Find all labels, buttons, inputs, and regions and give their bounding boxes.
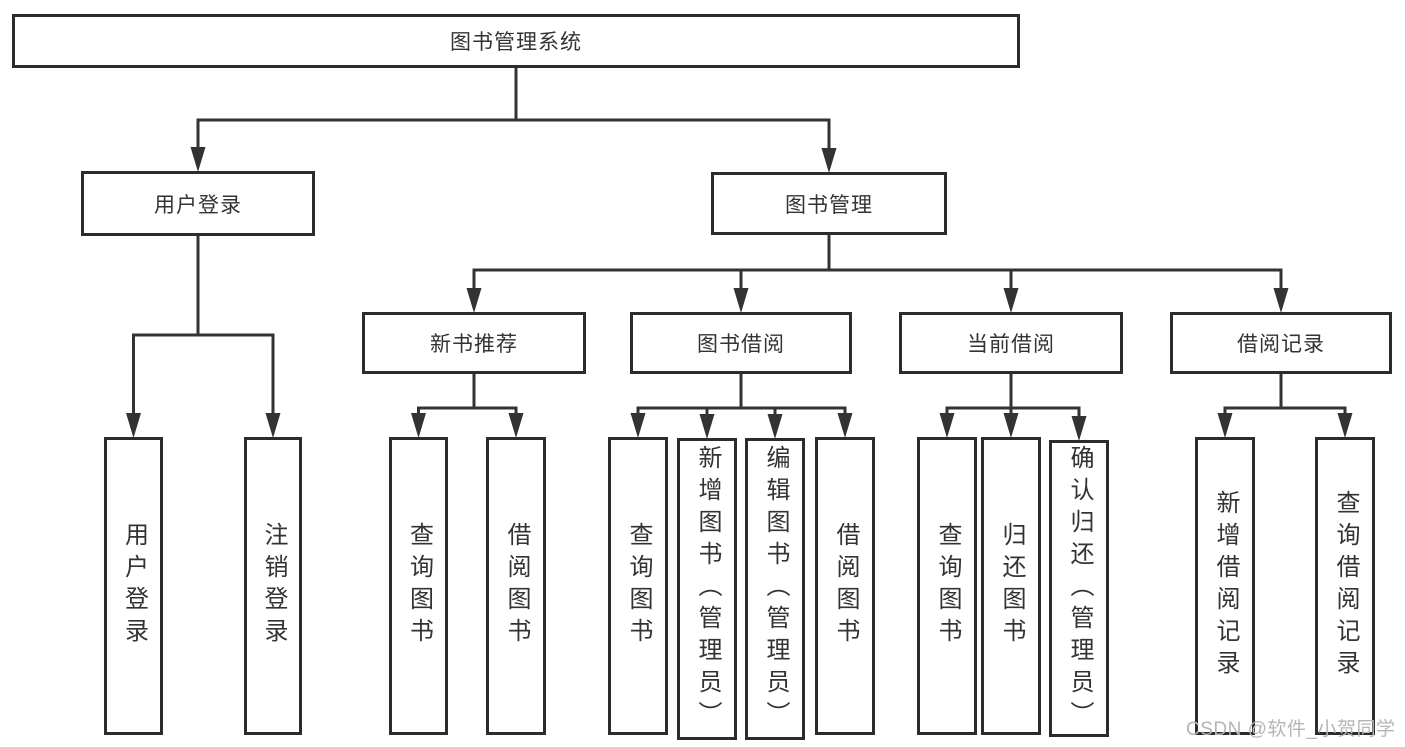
node-label-query-book-3: 查询图书 [934,522,961,650]
diagram-node-login: 用户登录 [81,171,315,236]
arrowhead-icon [1273,288,1289,313]
diagram-node-query-borrow-record: 查询借阅记录 [1315,437,1375,735]
diagram-node-book-borrow: 图书借阅 [630,312,852,374]
node-label-add-borrow-record: 新增借阅记录 [1212,490,1239,682]
arrowhead-icon [630,413,646,438]
node-label-borrow-book-1: 借阅图书 [503,522,530,650]
arrowhead-icon [508,413,524,438]
arrowhead-icon [821,148,837,173]
watermark: CSDN @软件_小贺同学 [1186,719,1396,740]
diagram-node-logout: 注销登录 [244,437,302,735]
arrowhead-icon [1337,413,1353,438]
arrowhead-icon [126,413,141,438]
diagram-node-confirm-return: 确认归还（管理员） [1049,440,1109,737]
node-label-query-book-2: 查询图书 [625,522,652,650]
diagram-node-user-login: 用户登录 [104,437,163,735]
node-label-query-borrow-record: 查询借阅记录 [1332,490,1359,682]
node-label-login: 用户登录 [154,193,242,217]
node-label-query-book-1: 查询图书 [405,522,433,650]
node-label-return-book: 归还图书 [998,522,1025,650]
arrowhead-icon [1217,413,1233,438]
node-label-edit-book: 编辑图书（管理员） [762,445,789,733]
diagram-node-query-book-3: 查询图书 [917,437,977,735]
node-label-root: 图书管理系统 [450,31,582,54]
node-label-user-login: 用户登录 [120,522,148,650]
diagram-node-return-book: 归还图书 [981,437,1041,735]
node-label-borrow-book-2: 借阅图书 [832,522,859,650]
node-label-confirm-return: 确认归还（管理员） [1066,444,1093,733]
diagram-node-borrow-records: 借阅记录 [1170,312,1392,374]
arrowhead-icon [265,413,281,438]
node-label-book-borrow: 图书借阅 [697,333,785,356]
diagram-node-current-borrow: 当前借阅 [899,312,1123,374]
node-label-new-book-rec: 新书推荐 [430,333,518,356]
arrowhead-icon [939,413,955,438]
diagram-node-query-book-2: 查询图书 [608,437,668,735]
node-label-add-book: 新增图书（管理员） [694,445,721,733]
arrowhead-icon [1003,413,1019,438]
diagram-node-borrow-book-1: 借阅图书 [486,437,546,735]
arrowhead-icon [699,414,715,439]
arrowhead-icon [411,413,426,438]
node-label-current-borrow: 当前借阅 [967,333,1055,356]
arrowhead-icon [733,288,749,313]
node-label-borrow-records: 借阅记录 [1237,333,1325,356]
diagram-node-borrow-book-2: 借阅图书 [815,437,875,735]
arrowhead-icon [190,147,206,172]
diagram-node-add-borrow-record: 新增借阅记录 [1195,437,1255,735]
arrowhead-icon [837,413,853,438]
arrowhead-icon [767,414,783,439]
node-label-logout: 注销登录 [260,522,287,650]
arrowhead-icon [1003,288,1019,313]
arrowhead-icon [466,288,482,313]
diagram-node-query-book-1: 查询图书 [389,437,448,735]
diagram-node-new-book-rec: 新书推荐 [362,312,586,374]
diagram-node-add-book: 新增图书（管理员） [677,438,737,740]
diagram-node-edit-book: 编辑图书（管理员） [745,438,805,740]
diagram-node-root: 图书管理系统 [12,14,1020,68]
arrowhead-icon [1071,416,1087,441]
node-label-book-mgmt: 图书管理 [785,193,873,217]
diagram-node-book-mgmt: 图书管理 [711,172,947,235]
